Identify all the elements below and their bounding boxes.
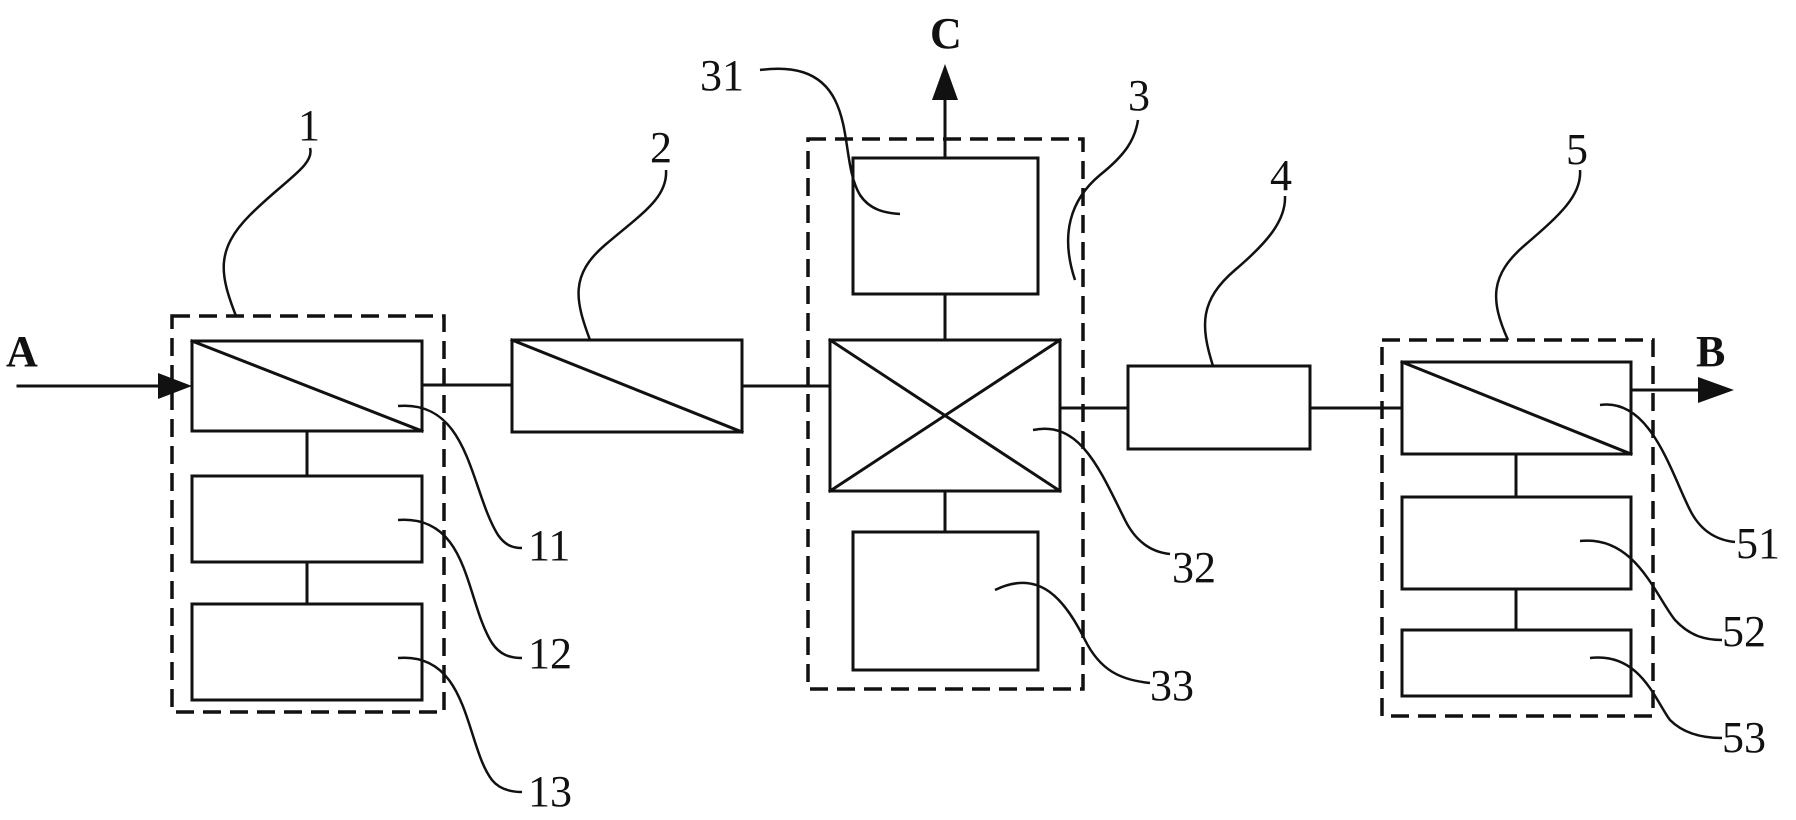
leader-unit-1 bbox=[222, 147, 312, 317]
leader-53 bbox=[1589, 656, 1723, 740]
input-arrowhead bbox=[158, 373, 192, 399]
label-b: B bbox=[1696, 327, 1725, 376]
unit-5-group-frame bbox=[1380, 338, 1655, 718]
block-53 bbox=[1400, 628, 1633, 698]
block-51-diagonal bbox=[1400, 360, 1633, 456]
block-2-diagonal bbox=[510, 338, 744, 434]
label-a: A bbox=[6, 327, 38, 376]
label-part-11: 11 bbox=[528, 521, 570, 570]
label-c: C bbox=[930, 9, 962, 58]
leader-unit-3 bbox=[1066, 119, 1140, 281]
label-part-33: 33 bbox=[1150, 661, 1194, 710]
label-unit-5: 5 bbox=[1566, 125, 1588, 174]
output-b-arrowhead bbox=[1698, 377, 1734, 403]
leader-13 bbox=[397, 656, 523, 794]
block-31 bbox=[851, 156, 1040, 296]
leader-33 bbox=[994, 581, 1151, 685]
label-part-52: 52 bbox=[1722, 607, 1766, 656]
leader-31 bbox=[759, 67, 901, 216]
block-4 bbox=[1126, 364, 1312, 451]
unit-1-group-frame bbox=[170, 314, 446, 714]
leader-unit-4 bbox=[1203, 195, 1287, 367]
label-unit-3: 3 bbox=[1128, 71, 1150, 120]
leader-51 bbox=[1599, 403, 1736, 544]
block-33 bbox=[851, 530, 1040, 672]
leader-unit-2 bbox=[577, 169, 668, 341]
label-part-32: 32 bbox=[1172, 543, 1216, 592]
leader-52 bbox=[1579, 539, 1723, 642]
block-13 bbox=[190, 602, 424, 702]
label-unit-4: 4 bbox=[1270, 151, 1292, 200]
leader-11 bbox=[397, 404, 523, 550]
label-unit-2: 2 bbox=[650, 123, 672, 172]
label-part-51: 51 bbox=[1736, 519, 1780, 568]
leader-32 bbox=[1032, 427, 1171, 556]
label-unit-1: 1 bbox=[298, 101, 320, 150]
block-52 bbox=[1400, 495, 1633, 591]
block-32-diagonal-2 bbox=[827, 337, 1063, 494]
label-part-12: 12 bbox=[528, 629, 572, 678]
block-12 bbox=[190, 474, 424, 564]
leader-12 bbox=[397, 518, 523, 660]
label-part-53: 53 bbox=[1722, 713, 1766, 762]
label-part-31: 31 bbox=[700, 51, 744, 100]
leader-unit-5 bbox=[1494, 169, 1582, 341]
block-11-diagonal bbox=[190, 339, 424, 433]
output-c-arrowhead bbox=[932, 64, 958, 100]
label-part-13: 13 bbox=[528, 767, 572, 816]
